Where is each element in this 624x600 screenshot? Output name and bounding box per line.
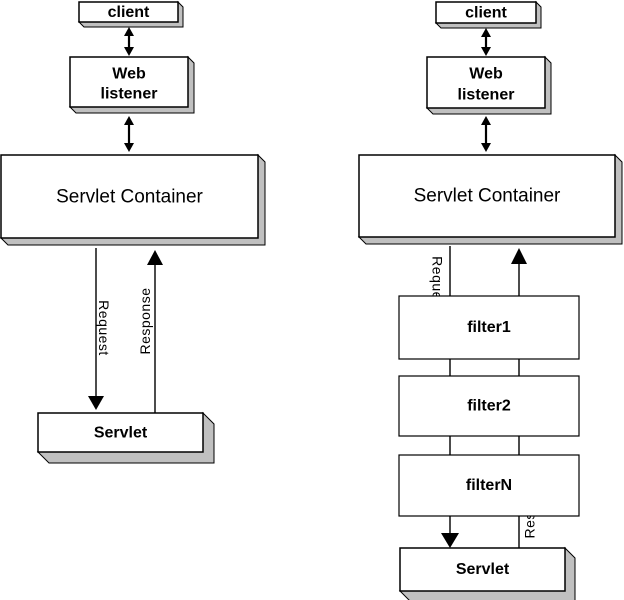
right-servlet-box-face [399, 547, 566, 592]
response-arrow-head-up [147, 250, 163, 265]
right-client-weblistener-arrow [481, 28, 491, 56]
left-weblistener-container-arrow [124, 116, 134, 152]
arrow-head-down [481, 47, 491, 56]
left-servlet-container-label: Servlet Container [56, 187, 203, 208]
left-request-label: Request [96, 300, 112, 356]
right-client-label: client [465, 5, 507, 22]
request-arrow-head-down [441, 533, 459, 548]
request-arrow-head-down [88, 396, 104, 410]
filter1-box: filter1 [398, 295, 580, 360]
filter1-label: filter1 [467, 319, 511, 336]
left-client-box: client [77, 0, 184, 28]
left-client-box-face [78, 1, 179, 23]
left-web-listener-label-line2: listener [101, 86, 158, 103]
left-servlet-label: Servlet [94, 425, 148, 442]
right-servlet-container-box-face [358, 154, 616, 238]
filter2-label: filter2 [467, 398, 511, 415]
right-web-listener-box-face [426, 56, 546, 109]
left-servlet-box: Servlet [36, 411, 215, 464]
filterN-box-face [398, 454, 580, 517]
right-web-listener-label-line2: listener [458, 87, 515, 104]
left-client-label: client [108, 4, 150, 21]
arrow-head-up [481, 116, 491, 125]
filterN-label: filterN [466, 477, 512, 494]
right-servlet-box: Servlet [398, 546, 576, 600]
right-web-listener-label-line1: Web [469, 66, 503, 83]
filterN-box: filterN [398, 454, 580, 517]
left-servlet-box-face [37, 412, 204, 453]
filter1-box-face [398, 295, 580, 360]
arrow-head-up [124, 27, 134, 36]
left-flow-diagram: client Web listener Servlet Container [0, 0, 266, 464]
left-servlet-container-box: Servlet Container [0, 153, 266, 246]
filter2-box-face [398, 375, 580, 437]
arrow-head-up [481, 28, 491, 37]
left-web-listener-box-face [69, 56, 189, 108]
arrow-head-down [481, 143, 491, 152]
arrow-head-up [124, 116, 134, 125]
left-web-listener-label-line1: Web [112, 66, 146, 83]
left-servlet-container-box-face [0, 154, 259, 239]
right-client-box: client [434, 0, 542, 29]
right-servlet-container-box: Servlet Container [357, 153, 623, 245]
left-web-listener-box: Web listener [68, 55, 195, 114]
right-servlet-label: Servlet [456, 561, 510, 578]
left-request-arrow: Request [88, 248, 112, 410]
left-client-weblistener-arrow [124, 27, 134, 56]
left-response-arrow: Response [137, 250, 163, 413]
left-response-label: Response [137, 287, 153, 354]
filter2-box: filter2 [398, 375, 580, 437]
right-web-listener-box: Web listener [425, 55, 552, 115]
arrow-head-down [124, 47, 134, 56]
right-flow-diagram: client Web listener Servlet Container [357, 0, 623, 600]
response-arrow-head-up [511, 248, 527, 264]
right-servlet-container-label: Servlet Container [414, 186, 561, 207]
right-client-box-face [435, 1, 537, 24]
right-weblistener-container-arrow [481, 116, 491, 152]
arrow-head-down [124, 143, 134, 152]
